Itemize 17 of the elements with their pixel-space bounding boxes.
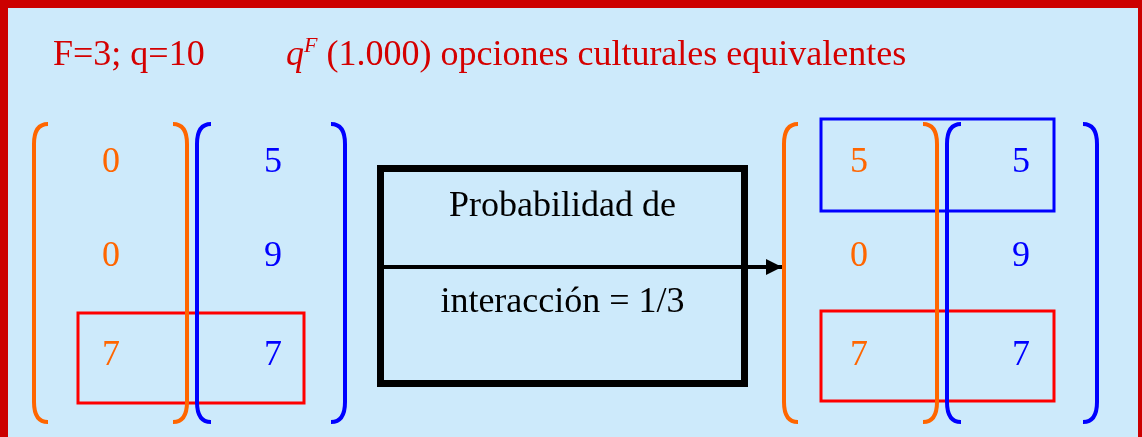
vector-value: 9 — [1011, 234, 1031, 274]
vector-value: 0 — [101, 234, 121, 274]
vector-value: 5 — [849, 140, 869, 180]
vector-value: 7 — [263, 333, 283, 373]
vector-value: 7 — [1011, 333, 1031, 373]
vector-value: 7 — [849, 333, 869, 373]
vector-value: 0 — [849, 234, 869, 274]
heading-text: q$^{F}$ (1.000) opciones culturales equivalentes — [286, 32, 907, 74]
vector-value: 7 — [101, 333, 121, 373]
vector-value: 5 — [263, 140, 283, 180]
vector-value: 0 — [101, 140, 121, 180]
box-text: interacción = 1/3 — [439, 280, 686, 320]
parameter-text: F=3; q=10 — [53, 32, 205, 74]
process-box — [377, 165, 748, 387]
vector-value: 5 — [1011, 140, 1031, 180]
box-text: Probabilidad de — [448, 184, 677, 224]
vector-value: 9 — [263, 234, 283, 274]
